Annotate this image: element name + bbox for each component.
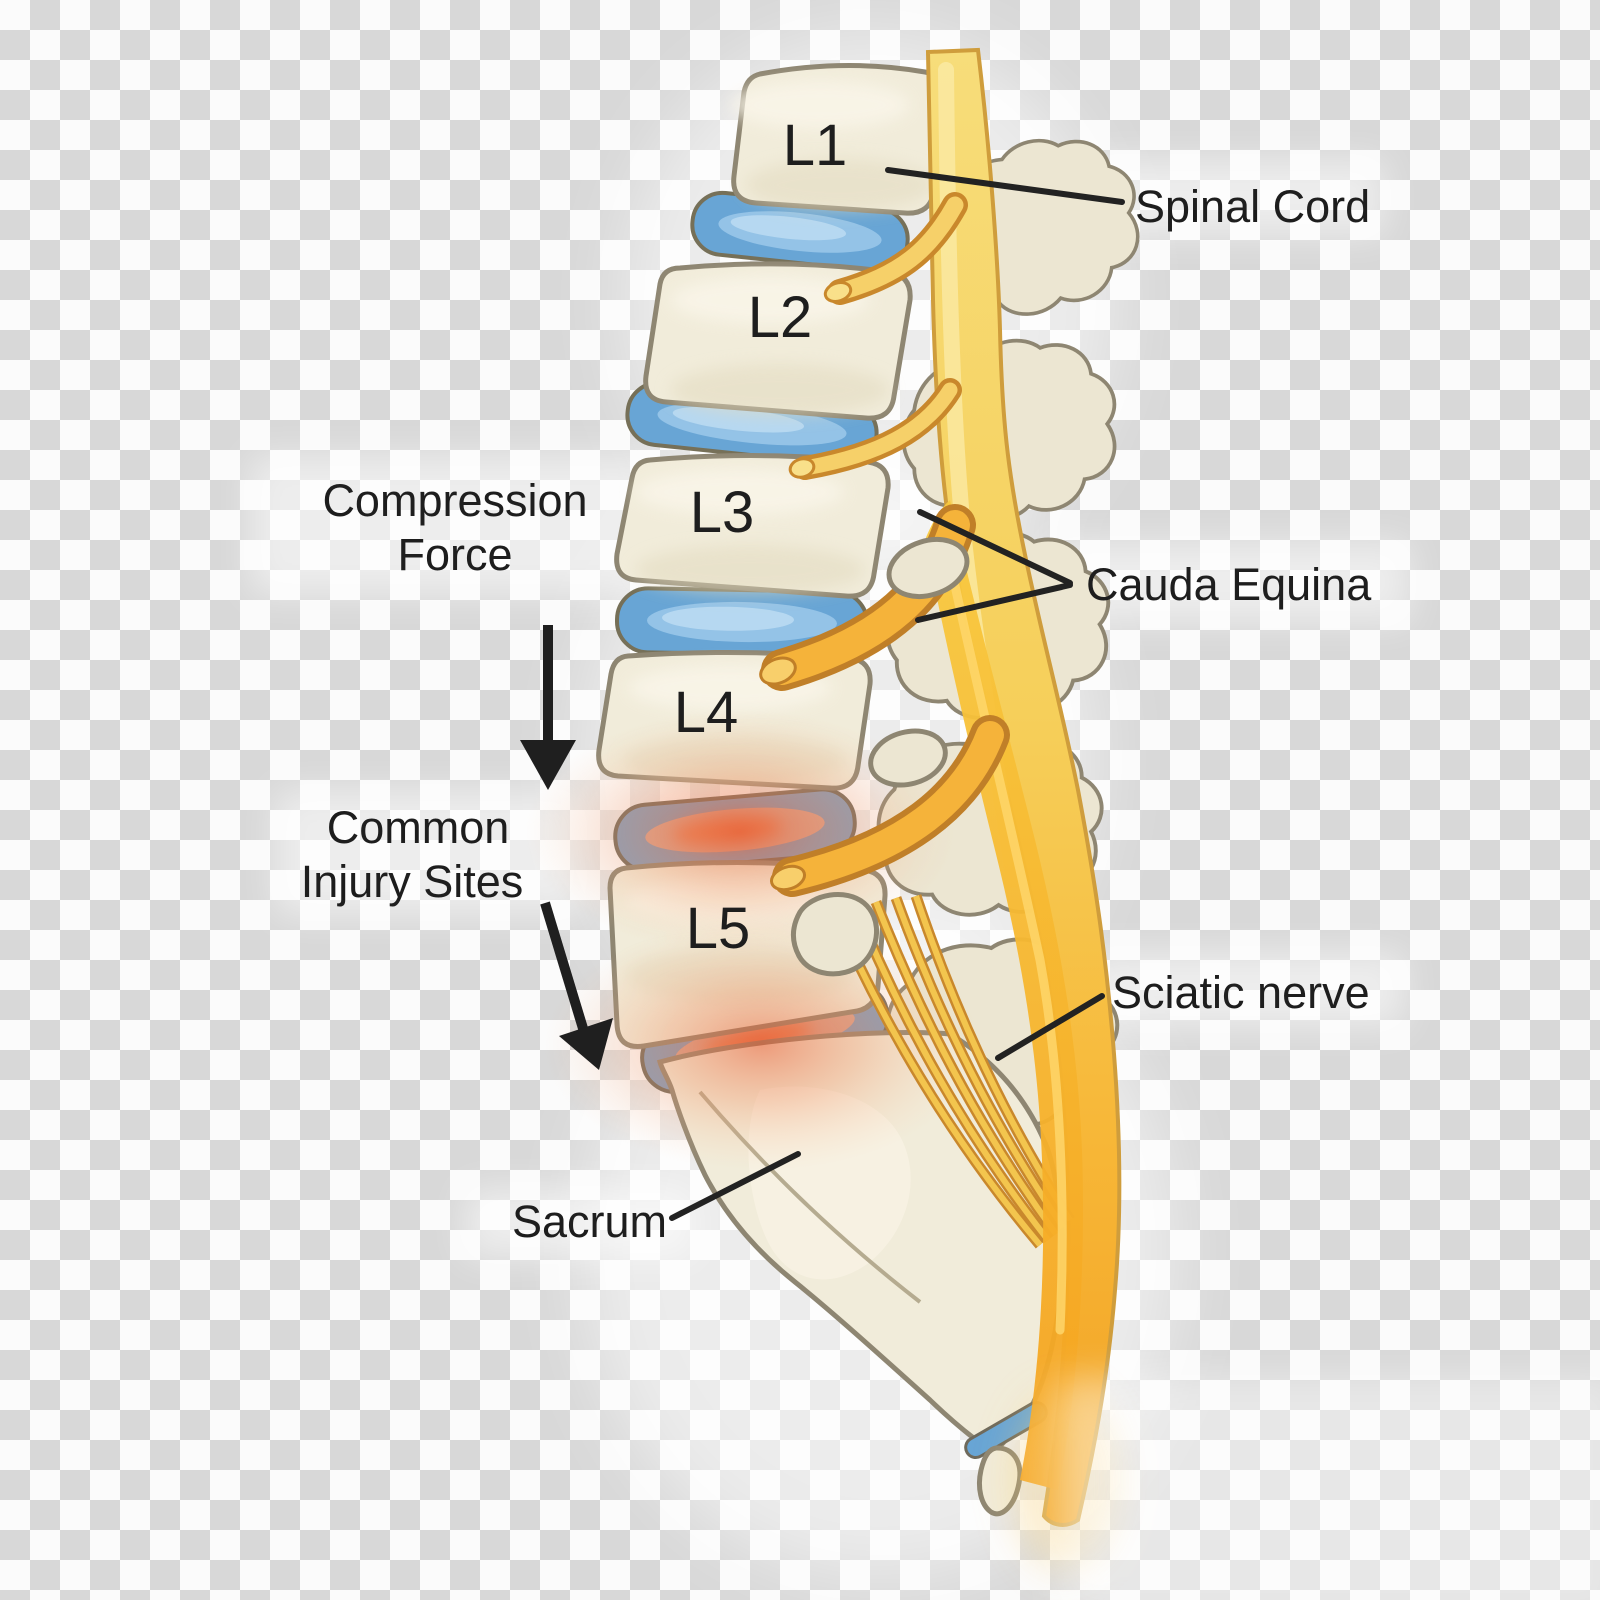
nerve-root-l4	[769, 715, 1010, 897]
leader-lines	[669, 167, 1125, 1221]
vertebra-label-l5: L5	[686, 896, 751, 961]
corner-fade-overlay	[1060, 1375, 1600, 1600]
sciatic-nerve-trunk	[925, 500, 1083, 1490]
leader-cauda-lower	[915, 582, 1073, 623]
nerve-root-l1	[823, 192, 968, 305]
sciatic-nerve-label: Sciatic nerve	[1112, 967, 1370, 1018]
common-injury-label-line1: Common	[327, 802, 510, 853]
sacrum-label: Sacrum	[512, 1196, 667, 1247]
leader-spinal-cord	[885, 167, 1125, 205]
vertebra-labels: L1 L2 L3 L4 L5	[674, 113, 848, 961]
nerve-root-l2	[788, 378, 962, 480]
vertebra-body-l3	[614, 452, 891, 599]
annotation-labels: Spinal Cord Cauda Equina Compression For…	[301, 181, 1372, 1247]
common-injury-label-line2: Injury Sites	[301, 856, 524, 907]
vertebra-label-l2: L2	[748, 285, 813, 350]
vertebra-label-l4: L4	[674, 680, 739, 745]
compression-force-label-line2: Force	[397, 529, 512, 580]
injury-site-arrow	[540, 901, 613, 1070]
cauda-equina-label: Cauda Equina	[1086, 559, 1372, 610]
vertebra-label-l1: L1	[783, 113, 848, 178]
disc-l1-l2	[690, 190, 910, 274]
articular-knobs	[791, 537, 970, 977]
leader-cauda-upper	[917, 509, 1073, 586]
sciatic-trunk-highlight	[940, 535, 1067, 1335]
spinal-cord-label: Spinal Cord	[1135, 181, 1370, 232]
leader-sciatic	[995, 993, 1105, 1061]
compression-force-label-line1: Compression	[322, 475, 587, 526]
leader-sacrum	[669, 1151, 801, 1221]
compression-arrow	[520, 625, 576, 790]
vertebra-label-l3: L3	[690, 480, 755, 545]
